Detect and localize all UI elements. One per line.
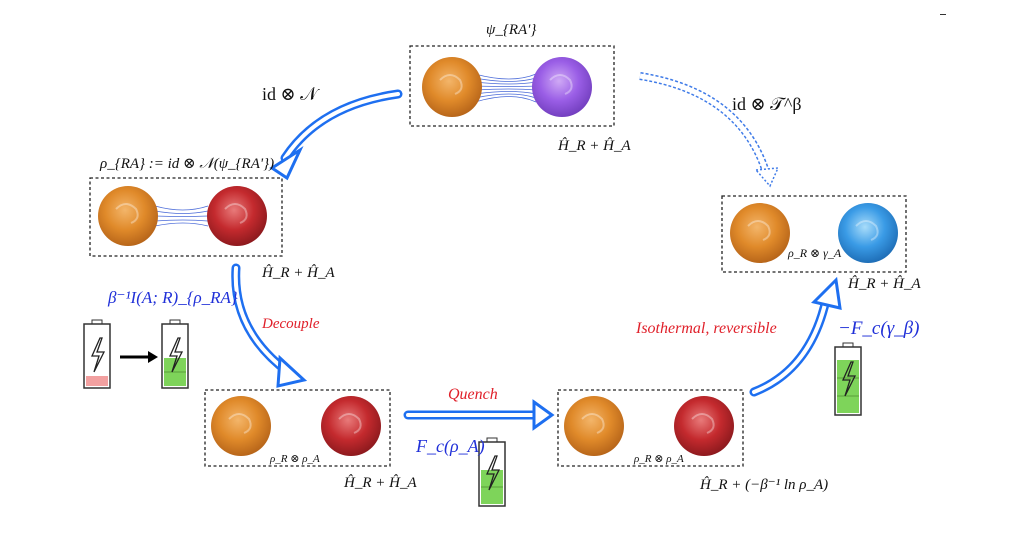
inner-label-bottom-right: ρ_R ⊗ ρ_A xyxy=(634,453,684,465)
arrow-label-decouple: Decouple xyxy=(262,316,320,332)
state-label-top: ψ_{RA'} xyxy=(486,22,537,38)
sphere-orange-bottom-left xyxy=(211,396,271,456)
state-box-right xyxy=(721,195,907,273)
inner-label-bottom-left: ρ_R ⊗ ρ_A xyxy=(270,453,320,465)
arrow-decouple xyxy=(231,263,308,388)
arrow-isothermal xyxy=(749,276,842,397)
sphere-orange-left xyxy=(98,186,158,246)
sphere-orange-right xyxy=(730,203,790,263)
arrow-label-top-left: id ⊗ 𝒩 xyxy=(262,84,318,104)
hamiltonian-left: Ĥ_R + Ĥ_A xyxy=(262,265,335,281)
sphere-purple-top xyxy=(532,57,592,117)
battery-empty-icon xyxy=(83,319,111,389)
arrow-label-top-right: id ⊗ 𝒯^β xyxy=(732,94,802,114)
sphere-red-left xyxy=(207,186,267,246)
sphere-orange-bottom-right xyxy=(564,396,624,456)
corner-mark xyxy=(940,14,946,15)
work-quench-free-energy: F_c(ρ_A) xyxy=(416,436,485,456)
sphere-red-bottom-right xyxy=(674,396,734,456)
state-box-top xyxy=(409,45,615,127)
arrow-label-quench: Quench xyxy=(448,386,498,403)
hamiltonian-bottom-left: Ĥ_R + Ĥ_A xyxy=(344,475,417,491)
hamiltonian-top: Ĥ_R + Ĥ_A xyxy=(558,138,631,154)
arrow-battery-transfer xyxy=(120,351,158,363)
entanglement-lines-left xyxy=(154,205,209,227)
state-box-bottom-left xyxy=(204,389,391,467)
state-box-left xyxy=(89,177,283,257)
work-mutual-info: β⁻¹I(A; R)_{ρ_RA} xyxy=(108,288,238,307)
sphere-blue-right xyxy=(838,203,898,263)
battery-full-icon xyxy=(834,342,862,416)
arrow-label-isothermal: Isothermal, reversible xyxy=(636,320,777,337)
work-final-free-energy: −F_c(γ_β) xyxy=(838,318,920,339)
arrow-top-to-right-dashed xyxy=(639,72,780,188)
entanglement-lines-top xyxy=(474,73,537,103)
battery-quench-icon xyxy=(478,437,506,507)
sphere-red-bottom-left xyxy=(321,396,381,456)
arrow-top-to-left xyxy=(269,89,403,181)
state-box-bottom-right xyxy=(557,389,744,467)
inner-label-right: ρ_R ⊗ γ_A xyxy=(788,246,842,260)
sphere-orange-top xyxy=(422,57,482,117)
hamiltonian-right: Ĥ_R + Ĥ_A xyxy=(848,276,921,292)
arrow-quench xyxy=(403,399,555,431)
battery-mutual-info-icon xyxy=(161,319,189,389)
hamiltonian-bottom-right: Ĥ_R + (−β⁻¹ ln ρ_A) xyxy=(700,477,829,493)
state-label-left: ρ_{RA} := id ⊗ 𝒩(ψ_{RA'}) xyxy=(100,156,275,172)
